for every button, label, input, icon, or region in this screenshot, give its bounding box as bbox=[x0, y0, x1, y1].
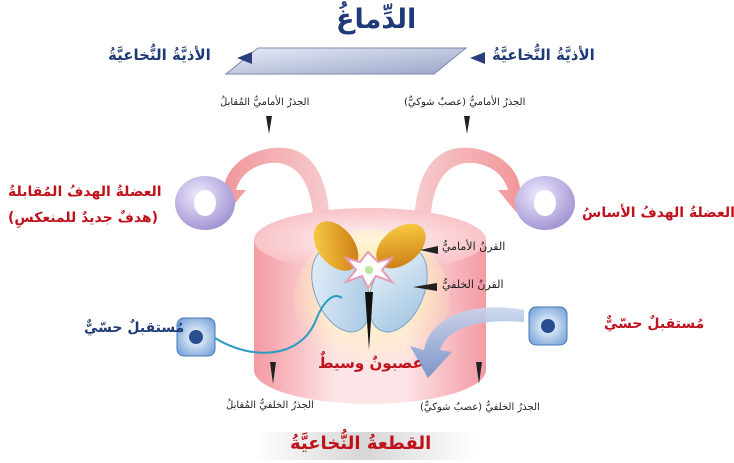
main-muscle-label: العضلةُ الهدفُ الأساسُ bbox=[582, 205, 734, 221]
antagonist-muscle-label-line2: (هدفٌ جديدٌ للمنعكسِ) bbox=[8, 210, 158, 226]
sensory-receptor-left-label: مُستقبلٌ حسّيٌّ bbox=[84, 320, 184, 336]
antagonist-muscle-hole bbox=[194, 190, 216, 216]
ventral-root-antagonist-label: الجذرُ الأماميُّ المُقابلُ bbox=[220, 97, 309, 108]
central-canal bbox=[365, 266, 373, 274]
main-muscle-hole bbox=[534, 190, 556, 216]
tract-arrow-right bbox=[470, 52, 485, 64]
sensory-receptor-right-label: مُستقبلٌ حسّيٌّ bbox=[604, 316, 704, 332]
brain-plate bbox=[226, 48, 466, 74]
ventral-root-main-pointer bbox=[464, 116, 470, 134]
sensory-receptor-left-dot bbox=[189, 330, 203, 344]
dorsal-root-main-label: الجذرُ الخلفيُّ (عصبٌ شوكيٌّ) bbox=[420, 402, 540, 413]
brain-title: الدِّماغُ bbox=[336, 4, 416, 35]
spinal-tract-right-label: الأذيَّةُ النُّخاعيَّةُ bbox=[492, 46, 595, 64]
sensory-receptor-right-dot bbox=[541, 319, 555, 333]
antagonist-muscle-label-line1: العضلةُ الهدفُ المُقابلةُ bbox=[8, 184, 162, 200]
anterior-horn-label: القرنُ الأماميُّ bbox=[442, 240, 505, 253]
posterior-horn-label: القرنُ الخلفيُّ bbox=[442, 278, 504, 291]
ventral-root-main-label: الجذرُ الأماميُّ (عصبٌ شوكيٌّ) bbox=[404, 97, 525, 108]
spinal-tract-left-label: الأذيَّةُ النُّخاعيَّةُ bbox=[108, 46, 211, 64]
ventral-root-antagonist-pointer bbox=[266, 116, 272, 134]
interneuron-label: عصبونٌ وسيطٌ bbox=[318, 354, 423, 372]
spinal-segment-title: القطعةُ النُّخاعيَّةُ bbox=[290, 433, 431, 454]
dorsal-root-antagonist-label: الجذرُ الخلفيُّ المُقابلُ bbox=[226, 400, 314, 411]
